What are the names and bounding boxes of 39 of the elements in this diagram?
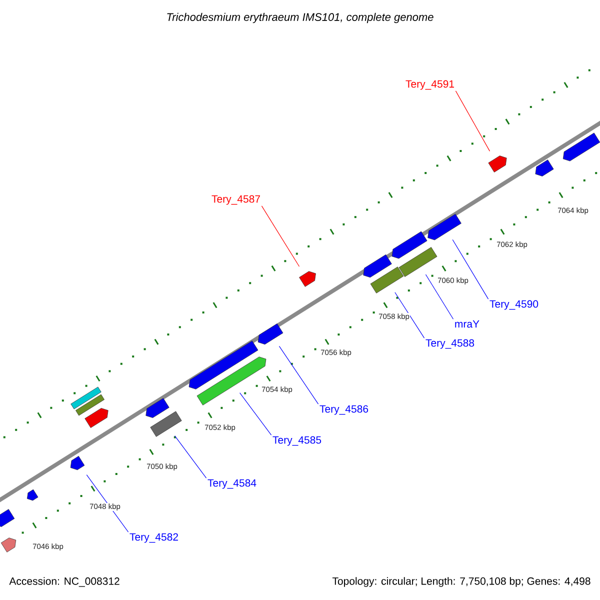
gene-label: Tery_4585 bbox=[272, 436, 322, 446]
gene-feature bbox=[150, 411, 182, 437]
genome-info-text: Topology: circular; Length: 7,750,108 bp; Genes: 4,498 bbox=[332, 577, 590, 587]
gene-feature bbox=[258, 323, 284, 345]
gene-feature bbox=[70, 386, 102, 410]
gene-label: Tery_4582 bbox=[130, 533, 178, 543]
gene-feature bbox=[76, 394, 104, 416]
gene-feature bbox=[363, 254, 392, 278]
leader-line bbox=[452, 239, 489, 300]
leader-line bbox=[278, 346, 319, 404]
gene-feature bbox=[392, 231, 428, 259]
gene-feature bbox=[84, 408, 108, 428]
title: Trichodesmium erythraeum IMS101, complete genome bbox=[167, 12, 434, 24]
gene-feature bbox=[188, 340, 258, 390]
gene-feature bbox=[0, 538, 16, 552]
gene-feature bbox=[562, 132, 600, 162]
leader-line bbox=[455, 90, 490, 152]
gene-label: Tery_4584 bbox=[208, 479, 256, 489]
gene-feature bbox=[146, 398, 170, 418]
gene-feature bbox=[299, 271, 316, 287]
gene-label: Tery_4588 bbox=[426, 339, 474, 349]
gene-label: mraY bbox=[455, 320, 480, 328]
gene-label: Tery_4590 bbox=[490, 300, 538, 310]
gene-feature bbox=[0, 509, 15, 527]
gene-feature bbox=[398, 247, 438, 277]
gene-label: Tery_4591 bbox=[406, 80, 454, 90]
leader-line bbox=[174, 436, 207, 478]
gene-label: Tery_4587 bbox=[212, 195, 260, 205]
gene-feature bbox=[26, 489, 38, 501]
gene-feature bbox=[428, 214, 462, 240]
gene-feature bbox=[370, 266, 404, 294]
gene-feature bbox=[70, 456, 85, 470]
gene-feature bbox=[535, 160, 554, 176]
leader-line bbox=[394, 292, 425, 338]
gene-feature bbox=[488, 156, 507, 172]
leader-line bbox=[425, 274, 454, 320]
leader-line bbox=[86, 474, 129, 532]
accession-text: Accession: NC_008312 bbox=[9, 577, 120, 587]
gene-label: Tery_4586 bbox=[320, 405, 368, 415]
